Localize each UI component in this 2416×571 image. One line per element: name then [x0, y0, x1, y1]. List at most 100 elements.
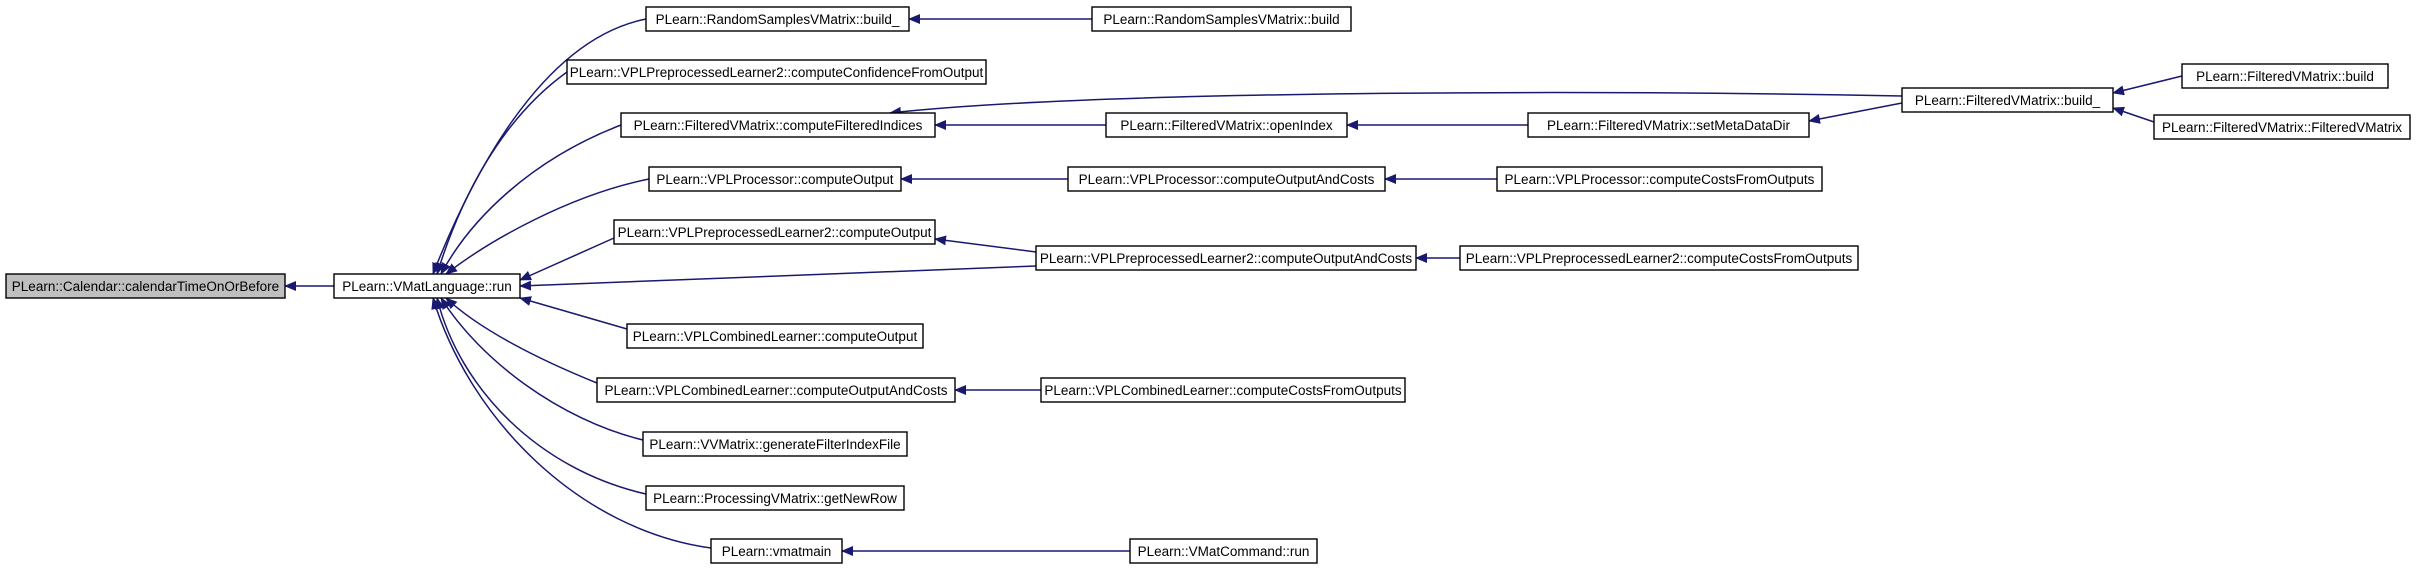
node-box[interactable]	[596, 377, 956, 403]
node-n17[interactable]: PLearn::VPLCombinedLearner::computeOutpu…	[626, 323, 924, 349]
node-box[interactable]	[710, 538, 843, 564]
edge-n9-to-n8	[2112, 75, 2183, 96]
node-label: PLearn::VPLCombinedLearner::computeOutpu…	[605, 383, 948, 398]
edge-n10-to-n8	[2112, 106, 2155, 123]
node-n7[interactable]: PLearn::FilteredVMatrix::setMetaDataDir	[1527, 112, 1810, 138]
node-label: PLearn::VPLCombinedLearner::computeOutpu…	[633, 329, 918, 344]
node-label: PLearn::VPLPreprocessedLearner2::compute…	[1466, 251, 1853, 266]
node-box[interactable]	[1035, 245, 1417, 271]
edge-arrow	[519, 265, 1037, 291]
edge-n22-to-n1	[431, 297, 712, 549]
node-label: PLearn::FilteredVMatrix::openIndex	[1120, 118, 1333, 133]
edge-n15-to-n1	[519, 265, 1037, 291]
node-n15[interactable]: PLearn::VPLPreprocessedLearner2::compute…	[1035, 245, 1417, 271]
node-box[interactable]	[1091, 6, 1352, 32]
node-box[interactable]	[1496, 166, 1823, 192]
node-label: PLearn::FilteredVMatrix::build_	[1915, 93, 2101, 108]
node-n1[interactable]: PLearn::VMatLanguage::run	[333, 273, 521, 299]
node-label: PLearn::VPLProcessor::computeOutput	[656, 172, 893, 187]
edge-arrow	[434, 297, 647, 495]
edge-n21-to-n1	[434, 297, 647, 495]
edge-arrow	[934, 235, 1037, 253]
edge-arrow	[435, 71, 568, 275]
node-label: PLearn::VPLCombinedLearner::computeCosts…	[1044, 383, 1401, 398]
edge-arrow	[431, 297, 712, 549]
node-n0[interactable]: PLearn::Calendar::calendarTimeOnOrBefore	[5, 273, 286, 299]
node-label: PLearn::VPLPreprocessedLearner2::compute…	[618, 225, 932, 240]
edge-n2-to-n1	[432, 18, 647, 275]
node-label: PLearn::FilteredVMatrix::build	[2196, 69, 2374, 84]
node-box[interactable]	[613, 219, 936, 245]
node-label: PLearn::Calendar::calendarTimeOnOrBefore	[12, 279, 279, 294]
node-box[interactable]	[1459, 245, 1859, 271]
edge-n5-to-n1	[440, 124, 622, 275]
edge-n15-to-n14	[934, 235, 1037, 253]
node-n8[interactable]: PLearn::FilteredVMatrix::build_	[1901, 87, 2114, 113]
node-box[interactable]	[1067, 166, 1386, 192]
node-n23[interactable]: PLearn::VMatCommand::run	[1129, 538, 1318, 564]
node-box[interactable]	[648, 166, 902, 192]
node-box[interactable]	[1129, 538, 1318, 564]
node-box[interactable]	[566, 59, 987, 85]
node-label: PLearn::vmatmain	[722, 544, 832, 559]
edge-arrow	[445, 178, 650, 275]
node-n18[interactable]: PLearn::VPLCombinedLearner::computeOutpu…	[596, 377, 956, 403]
edge-arrow	[432, 18, 647, 275]
node-n5[interactable]: PLearn::FilteredVMatrix::computeFiltered…	[620, 112, 936, 138]
edge-n11-to-n1	[445, 178, 650, 275]
edge-arrow	[2112, 75, 2183, 96]
node-box[interactable]	[2153, 114, 2411, 140]
node-n14[interactable]: PLearn::VPLPreprocessedLearner2::compute…	[613, 219, 936, 245]
edge-arrow	[440, 297, 644, 441]
node-label: PLearn::RandomSamplesVMatrix::build_	[656, 12, 900, 27]
node-n11[interactable]: PLearn::VPLProcessor::computeOutput	[648, 166, 902, 192]
edge-arrow	[519, 237, 615, 281]
edge-arrow	[2112, 106, 2155, 123]
node-n21[interactable]: PLearn::ProcessingVMatrix::getNewRow	[645, 485, 905, 511]
node-box[interactable]	[1105, 112, 1348, 138]
node-box[interactable]	[626, 323, 924, 349]
node-box[interactable]	[645, 485, 905, 511]
node-label: PLearn::RandomSamplesVMatrix::build	[1103, 12, 1339, 27]
node-label: PLearn::ProcessingVMatrix::getNewRow	[653, 491, 897, 506]
node-n19[interactable]: PLearn::VPLCombinedLearner::computeCosts…	[1040, 377, 1406, 403]
node-n4[interactable]: PLearn::VPLPreprocessedLearner2::compute…	[566, 59, 987, 85]
node-label: PLearn::VPLProcessor::computeCostsFromOu…	[1505, 172, 1815, 187]
node-label: PLearn::VPLPreprocessedLearner2::compute…	[570, 65, 984, 80]
edge-n20-to-n1	[440, 297, 644, 441]
edge-n18-to-n1	[445, 297, 598, 384]
node-n10[interactable]: PLearn::FilteredVMatrix::FilteredVMatrix	[2153, 114, 2411, 140]
node-label: PLearn::VVMatrix::generateFilterIndexFil…	[649, 437, 900, 452]
node-n6[interactable]: PLearn::FilteredVMatrix::openIndex	[1105, 112, 1348, 138]
node-box[interactable]	[2181, 63, 2389, 89]
edge-arrow	[889, 91, 1903, 117]
edges-layer	[284, 14, 2183, 556]
edge-n8-to-n5	[889, 91, 1903, 117]
node-n12[interactable]: PLearn::VPLProcessor::computeOutputAndCo…	[1067, 166, 1386, 192]
node-n9[interactable]: PLearn::FilteredVMatrix::build	[2181, 63, 2389, 89]
edge-n14-to-n1	[519, 237, 615, 281]
edge-n4-to-n1	[435, 71, 568, 275]
node-box[interactable]	[333, 273, 521, 299]
node-n20[interactable]: PLearn::VVMatrix::generateFilterIndexFil…	[642, 431, 908, 457]
node-n2[interactable]: PLearn::RandomSamplesVMatrix::build_	[645, 6, 910, 32]
node-label: PLearn::FilteredVMatrix::computeFiltered…	[634, 118, 923, 133]
node-box[interactable]	[5, 273, 286, 299]
nodes-layer: PLearn::Calendar::calendarTimeOnOrBefore…	[5, 6, 2411, 564]
node-label: PLearn::FilteredVMatrix::setMetaDataDir	[1547, 118, 1791, 133]
node-n13[interactable]: PLearn::VPLProcessor::computeCostsFromOu…	[1496, 166, 1823, 192]
node-n22[interactable]: PLearn::vmatmain	[710, 538, 843, 564]
node-box[interactable]	[1527, 112, 1810, 138]
node-label: PLearn::VMatLanguage::run	[342, 279, 512, 294]
edge-arrow	[519, 296, 628, 330]
node-n3[interactable]: PLearn::RandomSamplesVMatrix::build	[1091, 6, 1352, 32]
edge-n17-to-n1	[519, 296, 628, 330]
node-box[interactable]	[642, 431, 908, 457]
node-box[interactable]	[620, 112, 936, 138]
node-box[interactable]	[1040, 377, 1406, 403]
node-box[interactable]	[1901, 87, 2114, 113]
node-label: PLearn::VPLProcessor::computeOutputAndCo…	[1079, 172, 1375, 187]
node-box[interactable]	[645, 6, 910, 32]
node-n16[interactable]: PLearn::VPLPreprocessedLearner2::compute…	[1459, 245, 1859, 271]
